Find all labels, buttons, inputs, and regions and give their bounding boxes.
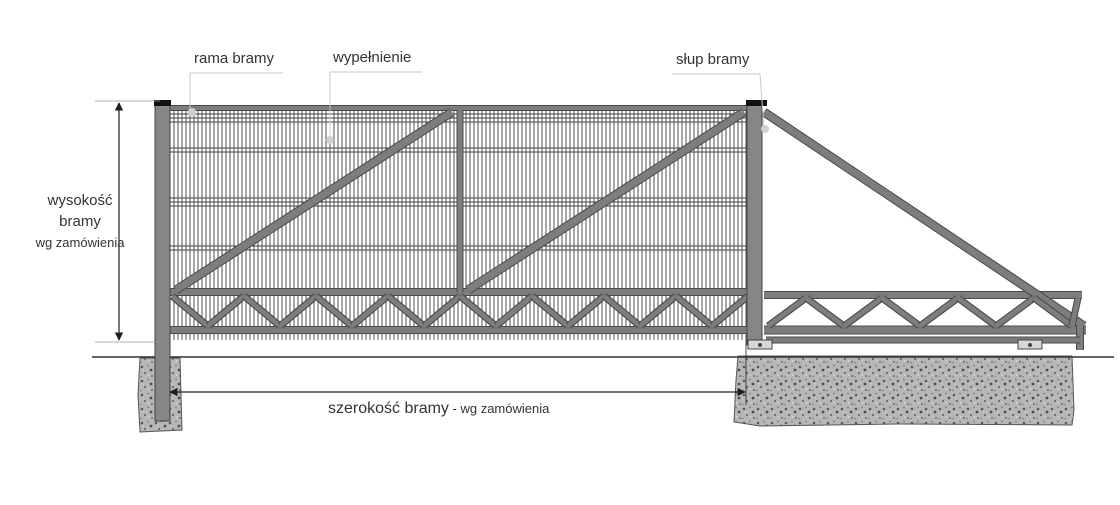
truss-web: [530, 294, 570, 328]
leader-post-vertical: [759, 73, 765, 129]
truss-web: [314, 294, 354, 328]
leader-frame-dot: [188, 108, 196, 116]
label-height-line2: bramy: [59, 213, 101, 230]
truss-web: [494, 294, 534, 328]
right-concrete-foundation: [733, 355, 1075, 427]
frame-diagonal-brace-left: [174, 109, 454, 293]
frame-diagonal-brace-right: [466, 109, 746, 293]
roller-right: [1028, 343, 1032, 347]
tail-truss-web: [804, 295, 846, 329]
tail-truss-web: [994, 295, 1036, 329]
truss-web: [638, 294, 678, 328]
label-frame: rama bramy: [194, 50, 275, 67]
left-post-cap: [154, 100, 171, 106]
tail-truss-web: [956, 295, 998, 329]
counterweight-tail: [761, 108, 1087, 350]
tail-truss-web: [918, 295, 960, 329]
right-gate-post: [746, 102, 763, 346]
tail-truss-web: [1032, 295, 1074, 329]
truss-web: [602, 294, 642, 328]
label-width: szerokość bramy - wg zamówienia: [328, 400, 549, 418]
leader-post-dot: [761, 125, 769, 133]
truss-web: [566, 294, 606, 328]
tail-truss-web: [880, 295, 922, 329]
truss-web: [278, 294, 318, 328]
right-post-cap: [746, 100, 767, 106]
truss-web: [422, 294, 462, 328]
tail-truss-web: [1069, 297, 1081, 327]
truss-web: [170, 294, 210, 328]
label-height-line3: wg zamówienia: [35, 235, 125, 250]
label-post: słup bramy: [676, 51, 750, 68]
label-infill: wypełnienie: [333, 49, 412, 66]
label-width-suffix: - wg zamówienia: [448, 401, 550, 416]
truss-web: [206, 294, 246, 328]
label-height: wysokość bramy wg zamówienia: [20, 190, 140, 253]
bottom-truss: [169, 293, 751, 329]
roller-left: [758, 343, 762, 347]
gate-frame: [164, 105, 752, 334]
truss-web: [350, 294, 390, 328]
label-height-line1: wysokość: [47, 192, 113, 209]
tail-truss-web: [766, 295, 808, 329]
truss-web: [674, 294, 714, 328]
label-width-main: szerokość bramy: [328, 400, 449, 417]
truss-web: [386, 294, 426, 328]
tail-truss-web: [842, 295, 884, 329]
tail-diagonal-support: [762, 109, 1086, 329]
left-gate-post: [154, 102, 171, 422]
truss-web: [458, 294, 498, 328]
truss-web: [242, 294, 282, 328]
leader-infill-dot: [326, 136, 334, 144]
truss-web: [710, 294, 750, 328]
